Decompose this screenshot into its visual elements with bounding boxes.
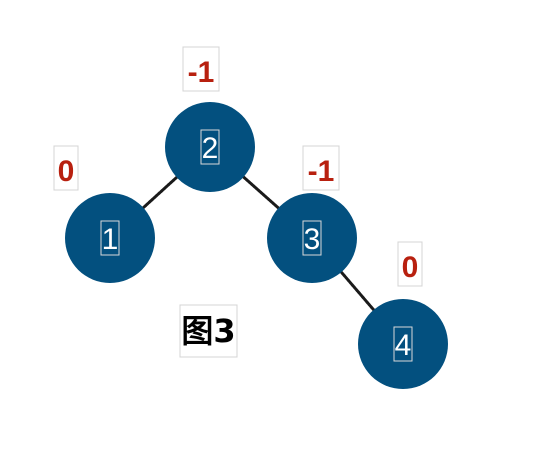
figure-caption: 图3 (179, 304, 238, 358)
balance-factor-2: -1 (182, 46, 220, 92)
tree-node-3: 3 (267, 193, 357, 283)
edge-3-4 (337, 268, 378, 314)
node-label-box (393, 326, 413, 362)
balance-factor-4: 0 (397, 241, 423, 287)
balance-factor-box (302, 145, 340, 191)
caption-box (179, 304, 238, 358)
balance-factor-box (397, 241, 423, 287)
node-label-box (200, 129, 220, 165)
balance-factor-label: -1 (308, 155, 335, 188)
edge-2-1 (139, 173, 181, 212)
edge-2-3 (239, 173, 283, 212)
node-key-label: 4 (395, 329, 412, 362)
tree-node-1: 1 (65, 193, 155, 283)
node-key-label: 2 (202, 132, 219, 165)
balance-factor-label: 0 (58, 155, 75, 188)
edges-layer (139, 173, 378, 314)
node-circle (165, 102, 255, 192)
tree-node-4: 4 (358, 299, 448, 389)
node-key-label: 3 (304, 223, 321, 256)
tree-node-2: 2 (165, 102, 255, 192)
balance-factor-3: -1 (302, 145, 340, 191)
node-key-label: 1 (102, 223, 119, 256)
node-label-box (302, 220, 322, 256)
balance-factors-layer: -1 0 -1 0 (53, 46, 423, 287)
balance-factor-1: 0 (53, 145, 79, 191)
balance-factor-label: 0 (402, 251, 419, 284)
caption-text: 图3 (181, 312, 235, 350)
balance-factor-label: -1 (188, 56, 215, 89)
node-label-box (100, 220, 120, 256)
nodes-layer: 2 1 3 4 (65, 102, 448, 389)
node-circle (358, 299, 448, 389)
node-circle (65, 193, 155, 283)
balance-factor-box (53, 145, 79, 191)
balance-factor-box (182, 46, 220, 92)
node-circle (267, 193, 357, 283)
